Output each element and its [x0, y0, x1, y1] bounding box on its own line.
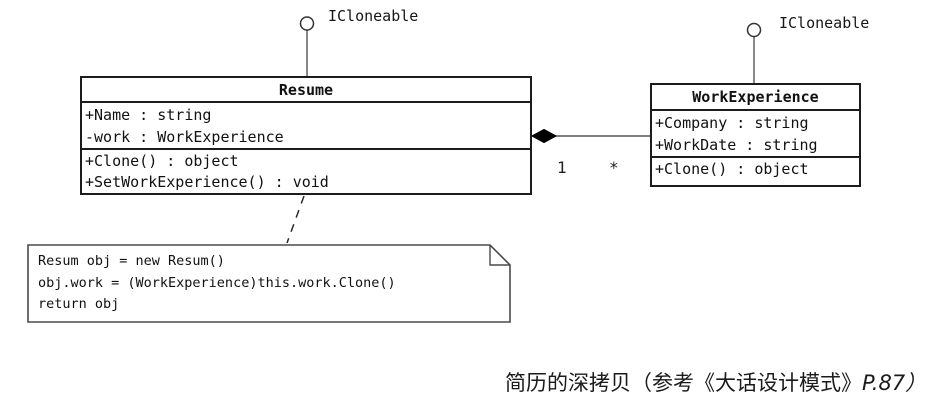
interface-label-workexperience: ICloneable	[779, 14, 870, 32]
note-line: obj.work = (WorkExperience)this.work.Clo…	[38, 274, 396, 291]
interface-lollipop-icon	[746, 22, 762, 38]
caption-text: 简历的深拷贝（参考《大话设计模式》	[505, 371, 862, 395]
interface-label-resume: ICloneable	[328, 7, 419, 25]
class-box-resume: Resume +Name : string -work : WorkExperi…	[80, 76, 532, 195]
caption-page-ref: P.87）	[862, 371, 927, 395]
interface-lollipop-icon	[299, 16, 315, 31]
multiplicity-part: *	[609, 158, 619, 177]
class-title-resume: Resume	[82, 78, 530, 103]
composition-diamond-icon	[530, 128, 558, 144]
class-title-workexperience: WorkExperience	[652, 85, 859, 111]
method-row: +Clone() : object	[85, 152, 239, 170]
attribute-row: +Company : string	[655, 114, 809, 132]
attribute-row: +Name : string	[85, 106, 212, 124]
class-box-workexperience: WorkExperience +Company : string +WorkDa…	[650, 83, 861, 187]
attribute-row: +WorkDate : string	[655, 136, 818, 154]
class-methods-resume: +Clone() : object +SetWorkExperience() :…	[82, 150, 530, 193]
note-anchor-dashed-line	[286, 195, 305, 244]
note-fold-icon	[489, 245, 510, 266]
class-attributes-resume: +Name : string -work : WorkExperience	[82, 103, 530, 150]
method-row: +SetWorkExperience() : void	[85, 173, 329, 191]
multiplicity-whole: 1	[557, 158, 567, 177]
method-row: +Clone() : object	[655, 160, 809, 178]
class-attributes-workexperience: +Company : string +WorkDate : string	[652, 111, 859, 158]
diagram-caption: 简历的深拷贝（参考《大话设计模式》P.87）	[505, 367, 926, 397]
note-line: return obj	[38, 296, 120, 312]
class-methods-workexperience: +Clone() : object	[652, 158, 859, 185]
uml-note-code: Resum obj = new Resum() obj.work = (Work…	[38, 251, 396, 316]
note-shape	[27, 244, 511, 323]
attribute-row: -work : WorkExperience	[85, 128, 284, 146]
note-line: Resum obj = new Resum()	[38, 253, 225, 269]
